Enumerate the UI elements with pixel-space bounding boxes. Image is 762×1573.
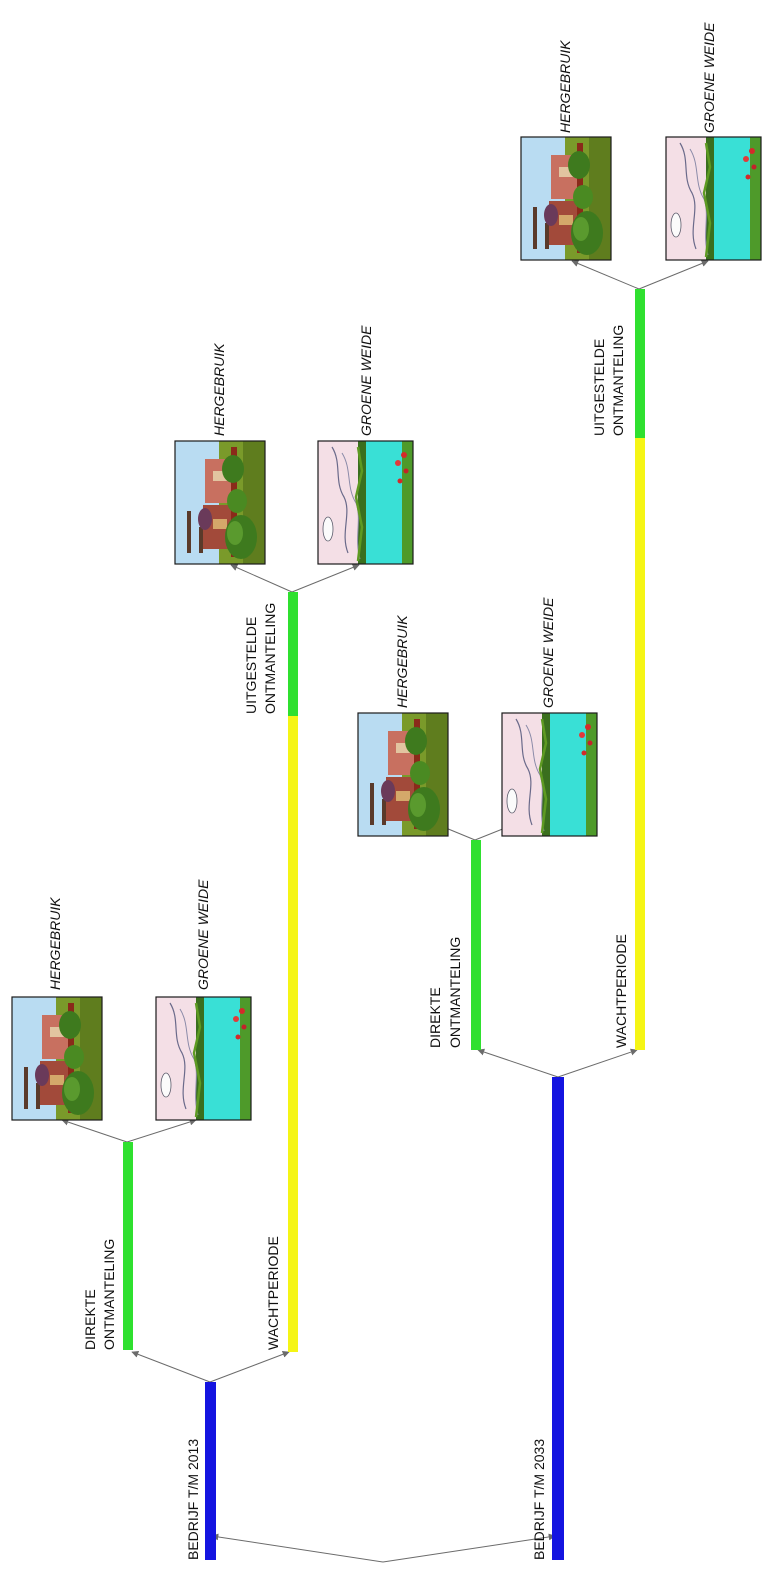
branch-b-deferred-reuse-label: HERGEBRUIK bbox=[557, 40, 573, 133]
green-field-landscape-icon bbox=[154, 995, 253, 1122]
branch-b-direct-label-line1: DIREKTE bbox=[427, 987, 443, 1048]
branch-a-direct-green-label: GROENE WEIDE bbox=[195, 879, 211, 990]
branch-b-direct-label-line2: ONTMANTELING bbox=[447, 937, 463, 1048]
branch-a-deferred-reuse-label: HERGEBRUIK bbox=[211, 343, 227, 436]
root-arrow-right bbox=[382, 1533, 556, 1563]
branch-b-arrow-wait bbox=[557, 1048, 638, 1078]
branch-a-direct-reuse-label: HERGEBRUIK bbox=[47, 897, 63, 990]
green-field-landscape-icon bbox=[500, 711, 599, 838]
branch-b-arrow-direct bbox=[477, 1048, 559, 1078]
connector-lines bbox=[61, 260, 709, 1563]
branch-b-deferred-dismantling-bar bbox=[635, 289, 645, 438]
green-field-landscape-icon bbox=[664, 135, 762, 262]
branch-a-operation-bar bbox=[205, 1382, 216, 1560]
branch-a-direct-dismantling-bar bbox=[123, 1142, 133, 1350]
industrial-town-reuse-icon bbox=[11, 996, 103, 1121]
branch-a-deferred-arrow-reuse bbox=[230, 564, 293, 593]
branch-b-waiting-bar bbox=[635, 438, 645, 1050]
labels: BEDRIJF T/M 2013 DIREKTE ONTMANTELING WA… bbox=[47, 22, 717, 1560]
industrial-town-reuse-icon bbox=[520, 136, 612, 261]
root-arrow-left bbox=[211, 1533, 384, 1563]
branch-a-arrow-wait bbox=[209, 1350, 290, 1383]
branch-a-deferred-label-line2: ONTMANTELING bbox=[262, 603, 278, 714]
branch-b-deferred-arrow-green bbox=[638, 260, 709, 290]
green-field-landscape-icon bbox=[316, 439, 415, 566]
phase-bars bbox=[123, 289, 645, 1560]
branch-b-deferred-green-label: GROENE WEIDE bbox=[701, 22, 717, 133]
industrial-town-reuse-icon bbox=[357, 712, 449, 837]
branch-b-operation-bar bbox=[552, 1077, 564, 1560]
branch-a-operation-label: BEDRIJF T/M 2013 bbox=[185, 1439, 201, 1560]
branch-b-wait-label: WACHTPERIODE bbox=[613, 934, 629, 1048]
branch-a-deferred-green-label: GROENE WEIDE bbox=[358, 325, 374, 436]
branch-b-deferred-label-line2: ONTMANTELING bbox=[610, 325, 626, 436]
branch-a-arrow-direct bbox=[131, 1350, 211, 1383]
industrial-town-reuse-icon bbox=[174, 440, 266, 565]
branch-a-deferred-label-line1: UITGESTELDE bbox=[243, 617, 259, 714]
branch-a-wait-label: WACHTPERIODE bbox=[265, 1236, 281, 1350]
branch-a-direct-label-line1: DIREKTE bbox=[82, 1289, 98, 1350]
outcome-illustrations bbox=[11, 135, 762, 1122]
branch-a-deferred-arrow-green bbox=[291, 564, 360, 593]
branch-b-direct-dismantling-bar bbox=[471, 840, 481, 1050]
branch-b-direct-green-label: GROENE WEIDE bbox=[540, 597, 556, 708]
branch-a-direct-arrow-reuse bbox=[61, 1118, 128, 1143]
branch-a-waiting-bar bbox=[288, 716, 298, 1352]
branch-b-direct-reuse-label: HERGEBRUIK bbox=[394, 615, 410, 708]
branch-b-deferred-label-line1: UITGESTELDE bbox=[591, 339, 607, 436]
branch-b-deferred-arrow-reuse bbox=[571, 260, 640, 290]
branch-b-operation-label: BEDRIJF T/M 2033 bbox=[531, 1439, 547, 1560]
branch-a-direct-arrow-green bbox=[126, 1118, 197, 1143]
branch-a-deferred-dismantling-bar bbox=[288, 592, 298, 716]
branch-a-direct-label-line2: ONTMANTELING bbox=[101, 1239, 117, 1350]
